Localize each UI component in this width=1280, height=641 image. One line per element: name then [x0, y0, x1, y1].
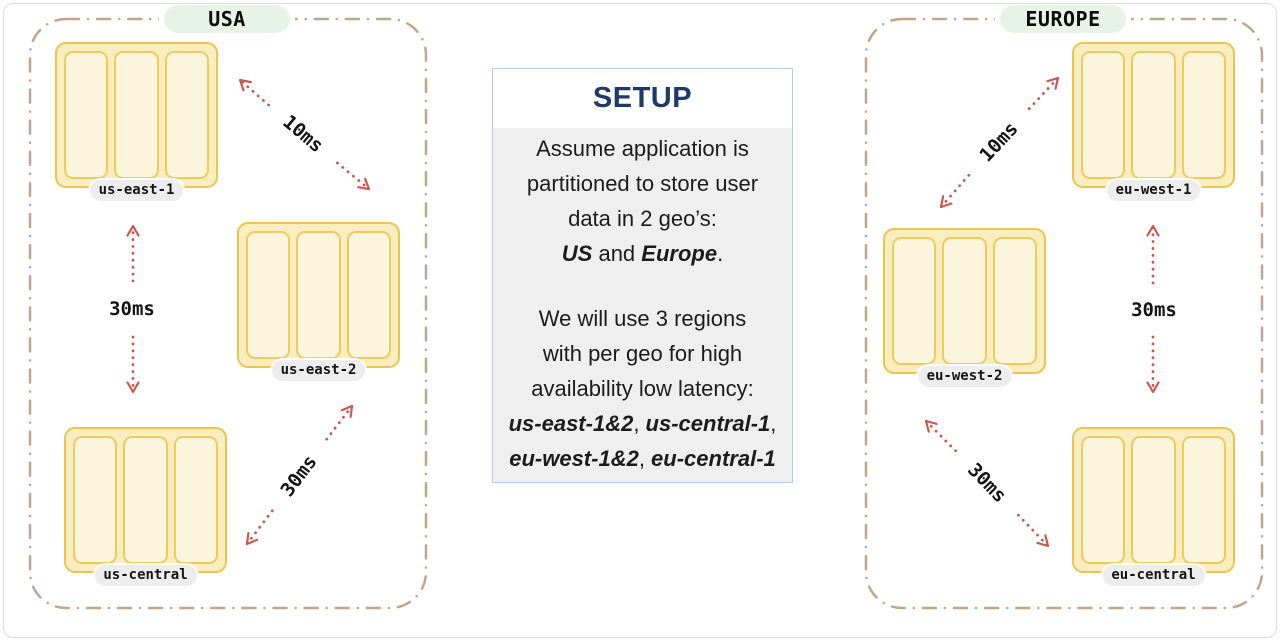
rack-label-us-central: us-central	[94, 565, 197, 586]
usa-10ms-arrow	[238, 78, 270, 107]
server-slot	[346, 231, 391, 359]
usa-30ms-diagonal-arrow	[245, 509, 274, 546]
server-slot	[1081, 436, 1126, 564]
rack-eu-central: eu-central	[1072, 427, 1235, 586]
rack-us-east-1: us-east-1	[55, 42, 218, 201]
rack-label-eu-central: eu-central	[1102, 565, 1205, 586]
usa-30ms-diagonal-arrow	[325, 404, 354, 441]
server-slot	[1131, 51, 1176, 179]
latency-label-usa-30ms-vertical: 30ms	[109, 298, 155, 320]
server-slot	[296, 231, 341, 359]
rack-label-us-east-1: us-east-1	[89, 180, 184, 201]
server-slot	[123, 436, 168, 564]
server-slot	[64, 51, 109, 179]
usa-region-label: USA	[164, 5, 290, 33]
europe-10ms-arrow	[1027, 76, 1060, 111]
server-slot	[1081, 51, 1126, 179]
server-slot	[942, 237, 987, 365]
rack-eu-west-2: eu-west-2	[883, 228, 1046, 387]
rack-us-central: us-central	[64, 427, 227, 586]
server-slot	[992, 237, 1037, 365]
rack-label-us-east-2: us-east-2	[271, 360, 366, 381]
latency-label-europe-30ms-vertical: 30ms	[1131, 299, 1177, 321]
server-slot	[114, 51, 159, 179]
server-slot	[1181, 436, 1226, 564]
server-slot	[173, 436, 218, 564]
server-slot	[246, 231, 291, 359]
setup-title: SETUP	[493, 69, 792, 128]
rack-us-east-2: us-east-2	[237, 222, 400, 381]
rack-label-eu-west-2: eu-west-2	[917, 366, 1012, 387]
europe-30ms-diagonal-arrow	[924, 419, 957, 453]
europe-10ms-arrow	[939, 173, 971, 209]
europe-region-label: EUROPE	[1000, 5, 1126, 33]
server-slot	[1181, 51, 1226, 179]
server-slot	[73, 436, 118, 564]
rack-eu-west-1: eu-west-1	[1072, 42, 1235, 201]
usa-10ms-arrow	[336, 161, 371, 191]
server-slot	[892, 237, 937, 365]
server-slot	[164, 51, 209, 179]
server-slot	[1131, 436, 1176, 564]
rack-label-eu-west-1: eu-west-1	[1106, 180, 1201, 201]
europe-30ms-diagonal-arrow	[1017, 513, 1050, 548]
